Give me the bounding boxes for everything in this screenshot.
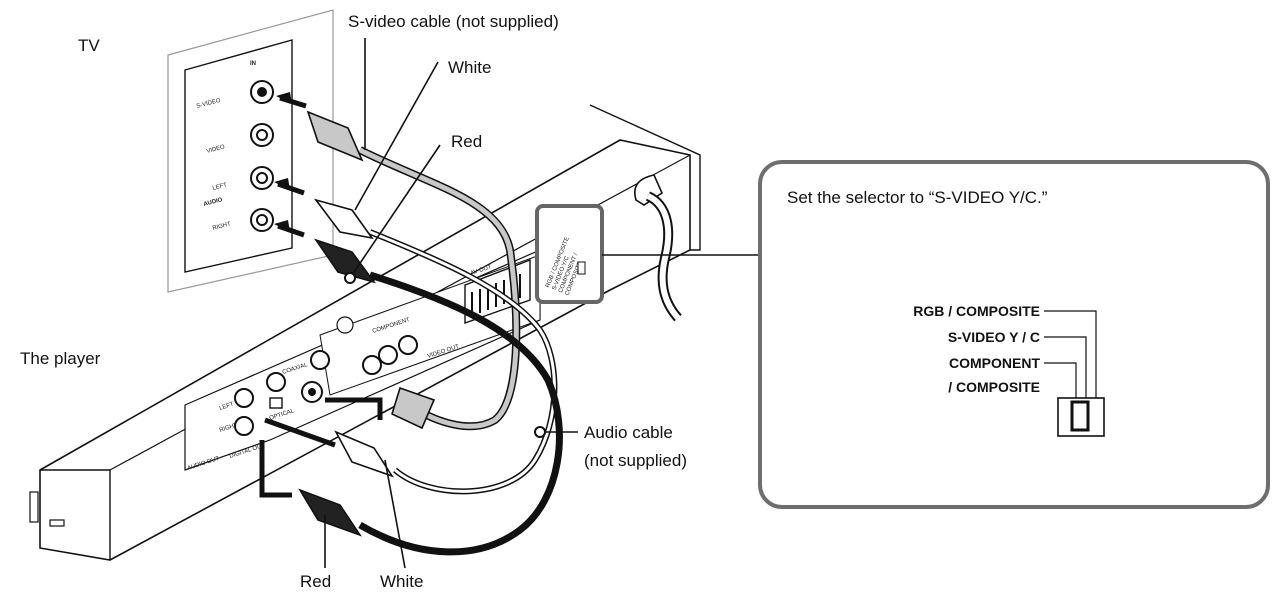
player-audio-jacks xyxy=(234,388,254,436)
player-svideo-jack xyxy=(301,381,323,403)
player-right-label: RIGHT xyxy=(219,422,239,434)
selector-option-rgb-composite: RGB / COMPOSITE xyxy=(913,303,1040,319)
player-label: The player xyxy=(20,349,101,368)
tv-left-label: LEFT xyxy=(212,182,228,192)
selector-callout: Set the selector to “S-VIDEO Y/C.” RGB /… xyxy=(758,160,1270,509)
tv-svideo-jack xyxy=(250,80,274,104)
tv-audio-label: AUDIO xyxy=(203,197,224,208)
player-body: COMPONENT VIDEO OUT AV OUT COAXIAL LEFT … xyxy=(29,104,701,561)
selector-option-svideo-yc: S-VIDEO Y / C xyxy=(948,329,1040,345)
selector-option-composite: / COMPOSITE xyxy=(948,379,1040,395)
tv-in-label: IN xyxy=(250,61,256,67)
tv-panel: IN S-VIDEO VIDEO LEFT AUDIO RIGHT xyxy=(167,9,334,293)
tv-video-label: VIDEO xyxy=(206,144,226,155)
audio-cable-label: Audio cable xyxy=(584,423,673,442)
player-coaxial-jack xyxy=(266,372,286,392)
red-cable-pointer xyxy=(344,272,356,284)
player-selector-highlight xyxy=(535,204,604,304)
audio-cable-pointer xyxy=(534,426,546,438)
tv-video-jack xyxy=(250,123,274,147)
player-component-jacks xyxy=(310,335,418,375)
audio-cable-note: (not supplied) xyxy=(584,451,687,470)
svideo-cable-label: S-video cable (not supplied) xyxy=(348,12,559,31)
insert-arrow-icon xyxy=(274,92,307,238)
tv-right-jack xyxy=(250,208,274,232)
selector-leader-lines xyxy=(1044,310,1097,400)
tv-left-jack xyxy=(250,166,274,190)
svideo-cable xyxy=(306,110,521,431)
white-audio-cable xyxy=(313,198,558,495)
selector-option-component: COMPONENT xyxy=(949,355,1040,371)
insert-arrow-icon xyxy=(259,397,383,498)
red-label-bottom: Red xyxy=(300,572,331,591)
player-optical-jack xyxy=(269,397,283,409)
white-label-bottom: White xyxy=(380,572,423,591)
player-left-label: LEFT xyxy=(219,402,235,412)
slide-switch-icon xyxy=(1057,397,1105,437)
callout-instruction: Set the selector to “S-VIDEO Y/C.” xyxy=(787,188,1048,207)
tv-right-label: RIGHT xyxy=(212,221,232,232)
leader-lines xyxy=(324,38,760,569)
red-label-top: Red xyxy=(451,132,482,151)
red-audio-cable xyxy=(298,238,563,556)
tv-label: TV xyxy=(78,36,100,55)
white-label-top: White xyxy=(448,58,491,77)
